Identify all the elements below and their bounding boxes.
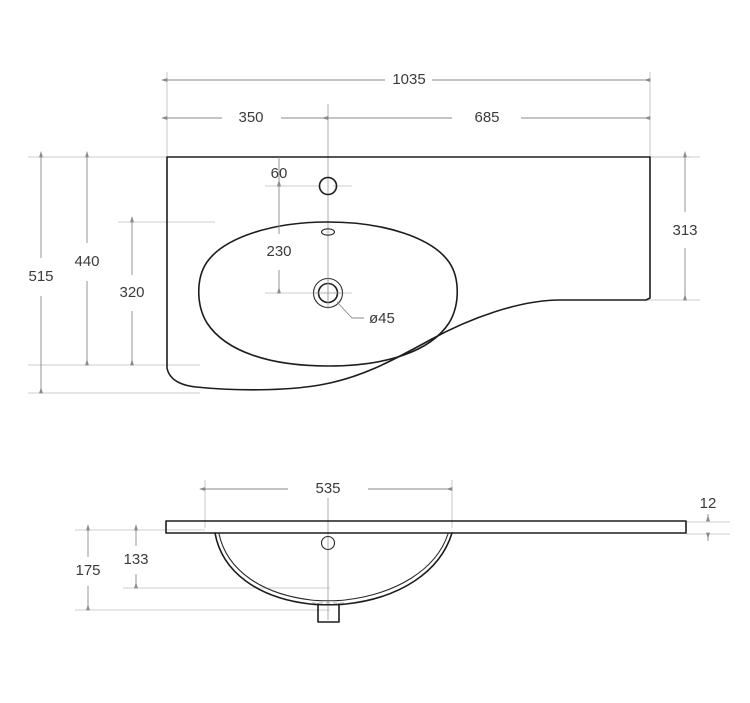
dimension-overall-height: 175 (75, 524, 101, 611)
drain-stub-profile (317, 603, 340, 623)
dimension-basin-inner-depth: 320 (119, 216, 145, 366)
dimension-right-edge-depth-label: 313 (672, 222, 697, 239)
dimension-top-thickness-label: 12 (700, 495, 717, 512)
dimension-overall-width: 1035 (161, 71, 651, 88)
dimension-bowl-depth: 133 (123, 524, 149, 589)
basin-bowl-inner-profile (218, 533, 449, 602)
plan-extension-lines (28, 72, 700, 394)
dimension-drain-diameter-label: ø45 (369, 310, 395, 327)
dimension-overall-depth: 515 (28, 151, 54, 394)
dimension-top-thickness: 12 (700, 495, 717, 541)
dimension-tap-from-rear-label: 60 (271, 165, 288, 182)
dimension-right-edge-depth: 313 (672, 151, 698, 301)
dimension-right-of-center: 685 (322, 109, 651, 126)
tap-hole-icon (318, 176, 338, 196)
dimension-bowl-width-label: 535 (315, 480, 340, 497)
dimension-basin-front-depth-label: 440 (74, 253, 99, 270)
dimension-bowl-depth-label: 133 (123, 551, 148, 568)
dimension-overall-depth-label: 515 (28, 268, 53, 285)
elevation-extension-lines (75, 480, 730, 611)
dimension-right-of-center-label: 685 (474, 109, 499, 126)
dimension-tap-to-drain: 230 (266, 180, 292, 294)
overflow-hole-elevation-icon (320, 535, 336, 551)
side-elevation-view: 535 175 133 12 (75, 480, 730, 623)
plan-view: 1035 350 685 515 (28, 71, 700, 394)
countertop-slab-profile (165, 520, 687, 534)
countertop-outline (166, 156, 651, 391)
dimension-basin-inner-depth-label: 320 (119, 284, 144, 301)
dimension-overall-height-label: 175 (75, 562, 100, 579)
dimension-tap-to-drain-label: 230 (266, 243, 291, 260)
dimension-left-of-center-label: 350 (238, 109, 263, 126)
drain-hole-icon (312, 277, 344, 309)
dimension-drain-diameter: ø45 (336, 301, 395, 327)
dimension-bowl-width: 535 (199, 480, 453, 497)
overflow-hole-icon (320, 228, 336, 236)
dimension-basin-front-depth: 440 (74, 151, 100, 366)
basin-rim-outline (198, 221, 458, 367)
dimension-overall-width-label: 1035 (392, 71, 425, 88)
dimension-tap-from-rear: 60 (271, 157, 288, 187)
dimension-left-of-center: 350 (161, 109, 329, 126)
basin-bowl-outer-profile (214, 532, 453, 606)
